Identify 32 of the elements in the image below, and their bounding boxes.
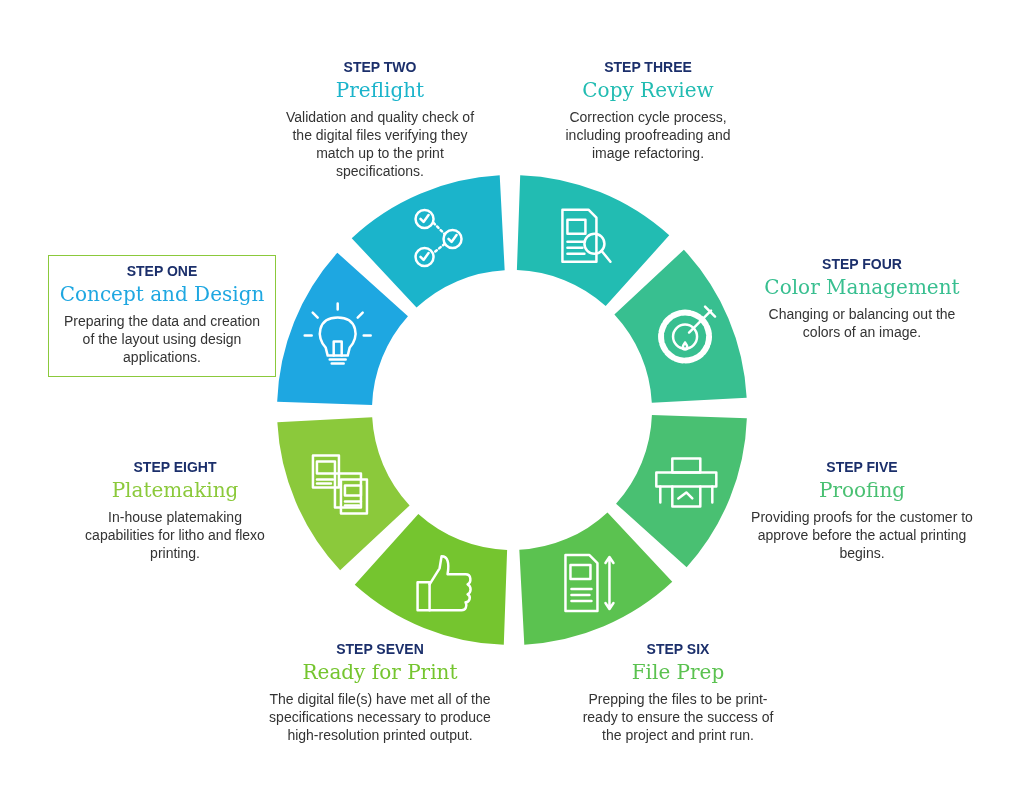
ring-segment [614,249,747,403]
step-title: Platemaking [111,478,239,502]
ring-segment [277,252,408,406]
step-description: Correction cycle process, including proofreading and image refactoring. [564,108,732,162]
step-title: Proofing [818,478,906,502]
step-number: STEP EIGHT [133,459,217,475]
ring-segment [277,417,410,571]
ring-segment [354,514,508,645]
step-number: STEP FOUR [822,256,902,272]
step-title: Ready for Print [302,660,458,684]
step-number: STEP TWO [343,59,417,75]
step-title: Copy Review [582,78,714,102]
step-box [48,255,276,377]
step-number: STEP THREE [604,59,692,75]
step-description: In-house platemaking capabilities for litho and flexo printing. [84,508,266,562]
step-title: Preflight [335,78,425,102]
step-number: STEP ONE [126,263,198,279]
step-title: Concept and Design [59,282,265,306]
ring-segment [516,175,670,306]
step-number: STEP SEVEN [336,641,424,657]
step-description: Validation and quality check of the digital files verifying they match up to the print specifications. [284,108,476,180]
step-description: Prepping the files to be print-ready to ensure the success of the project and print run. [581,690,775,744]
step-description: The digital file(s) have met all of the specifications necessary to produce high-resolution printed output. [268,690,492,744]
ring-segment [616,414,747,568]
step-description: Changing or balancing out the colors of an image. [767,305,957,341]
step-description: Providing proofs for the customer to approve before the actual printing begins. [750,508,974,562]
step-title: File Prep [631,660,725,684]
step-description: Preparing the data and creation of the layout using design applications. [62,312,262,366]
ring-segment [519,512,673,645]
step-number: STEP SIX [646,641,710,657]
step-number: STEP FIVE [826,459,898,475]
step-title: Color Management [764,275,960,299]
